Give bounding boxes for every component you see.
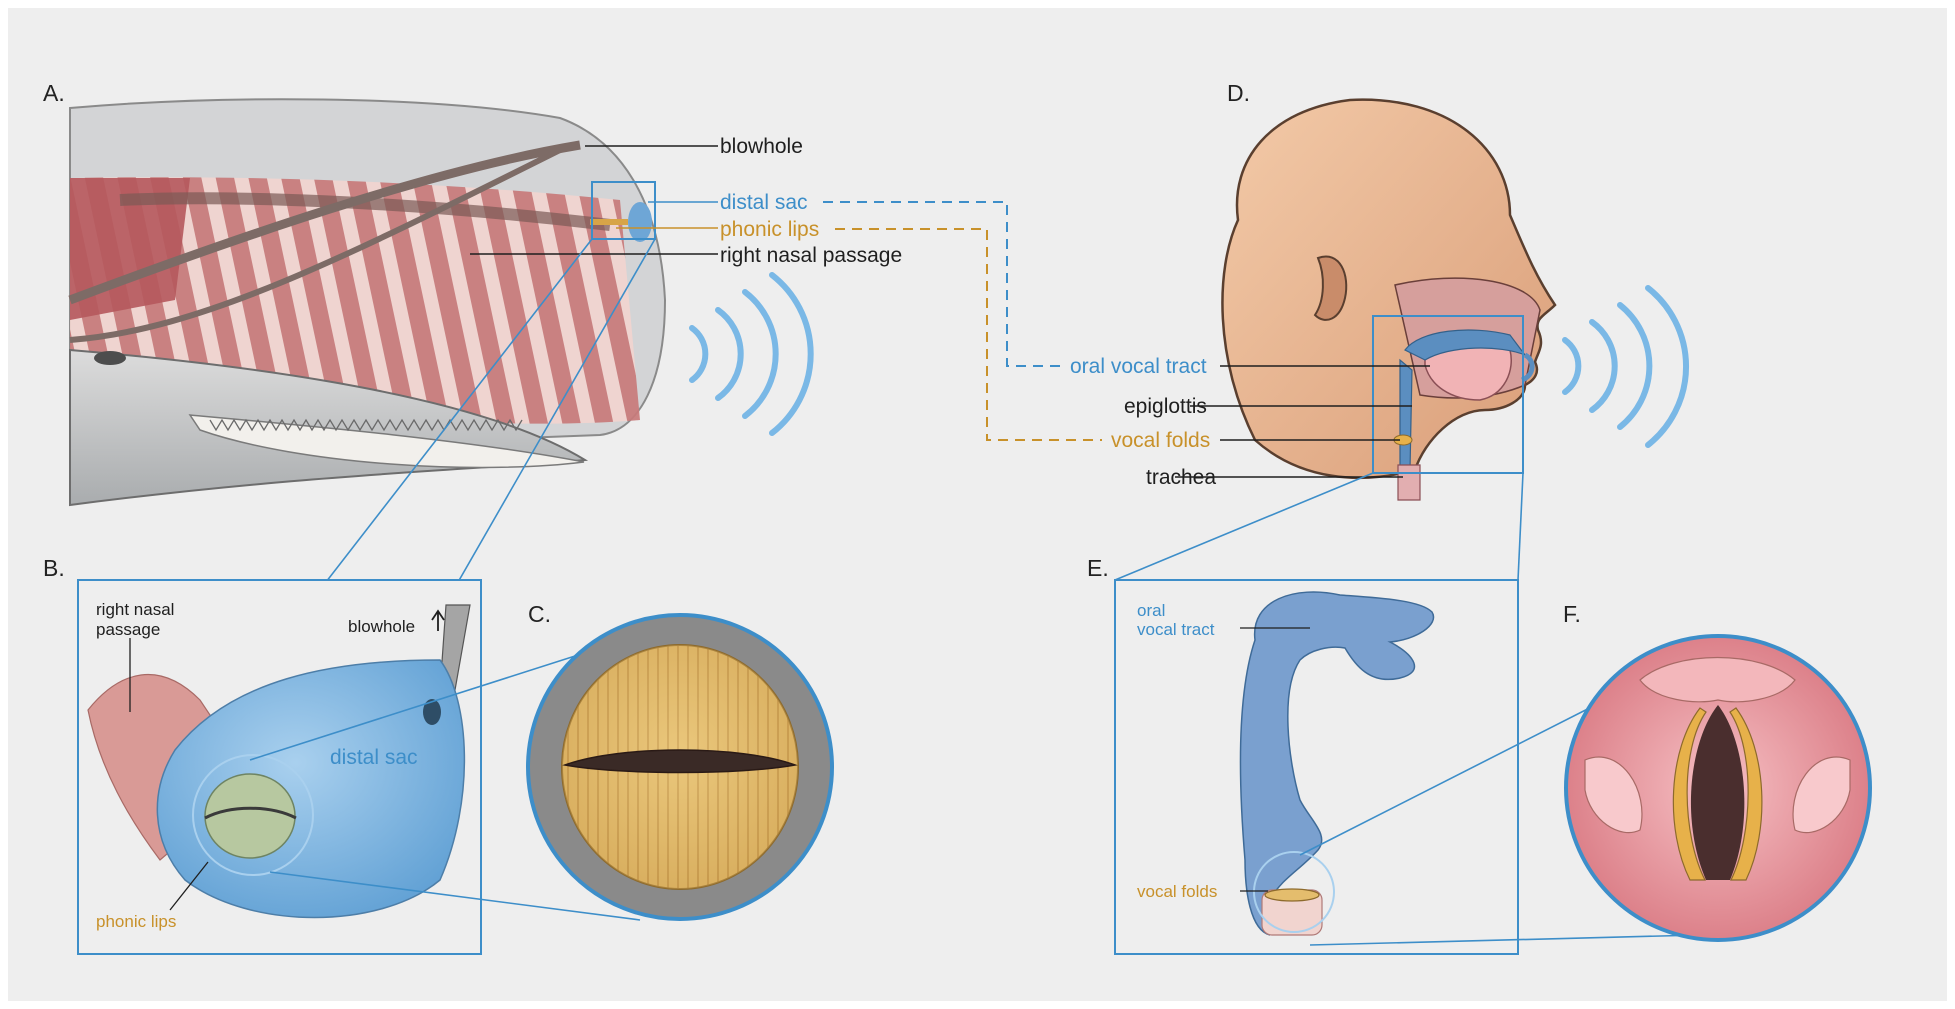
label-trachea: trachea [1146,466,1217,489]
label-distal-sac: distal sac [720,191,808,214]
label-phonic-lips: phonic lips [720,218,820,241]
label-oral-vocal-tract: oral vocal tract [1070,355,1207,378]
label-epiglottis: epiglottis [1124,395,1207,418]
connector-phonic-lips [835,228,1102,441]
sac-opening [423,699,441,725]
phonic-lips-small [204,773,296,859]
b-label-phonic-lips: phonic lips [96,912,177,931]
e-label-oral-line2: vocal tract [1137,620,1215,639]
e-label-oral-line1: oral [1137,601,1166,620]
panel-label-f: F. [1563,601,1581,627]
connector-distal-sac [823,201,1062,367]
blowhole-arrow [431,609,445,631]
human-zoom-box [1372,315,1524,474]
panel-label-d: D. [1227,80,1250,106]
vocal-fold-left [1672,707,1707,881]
human-head-illustration [1221,98,1557,501]
distal-sac-small [628,202,652,242]
b-label-blowhole: blowhole [348,617,416,636]
whale-zoom-box [591,181,656,240]
vocal-fold-right [1729,707,1763,881]
panel-label-c: C. [528,601,551,627]
vocal-tract-cast [1239,591,1435,936]
b-label-nasal-passage-line1: right nasal [96,600,175,619]
b-label-distal-sac: distal sac [330,746,418,769]
panel-label-b: B. [43,555,65,581]
e-label-vocal-folds: vocal folds [1137,882,1218,901]
panel-label-a: A. [43,80,65,106]
panel-label-e: E. [1087,555,1109,581]
trachea-shape [1397,464,1421,501]
label-vocal-folds: vocal folds [1111,429,1211,452]
whale-eye [94,351,126,365]
label-right-nasal-passage: right nasal passage [720,244,903,267]
epiglottis-view [1639,656,1796,703]
glottis [1690,705,1745,880]
label-blowhole: blowhole [720,135,803,158]
human-sound-waves [1562,285,1690,448]
b-label-nasal-passage-line2: passage [96,620,161,639]
whale-sound-waves [689,272,814,436]
ear [1313,255,1348,321]
